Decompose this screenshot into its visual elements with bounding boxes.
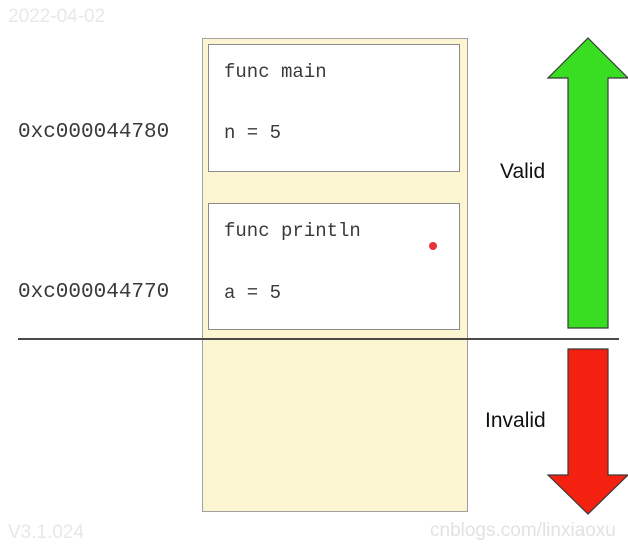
frame-main-func-label: func main [224, 61, 327, 83]
stack-frame-println [208, 203, 460, 330]
red-dot-marker [429, 242, 437, 250]
site-watermark: cnblogs.com/linxiaoxu [430, 520, 616, 541]
version-watermark: V3.1.024 [8, 522, 85, 543]
invalid-label: Invalid [485, 409, 546, 432]
valid-up-arrow-icon [546, 37, 628, 329]
date-watermark: 2022-04-02 [8, 6, 106, 27]
frame-main-var-label: n = 5 [224, 122, 282, 144]
frame-println-func-label: func println [224, 220, 361, 242]
frame-println-var-label: a = 5 [224, 282, 282, 304]
frame-main-address: 0xc000044780 [18, 121, 170, 144]
stack-boundary-line [18, 338, 619, 340]
stack-frame-main [208, 44, 460, 172]
valid-label: Valid [500, 160, 546, 183]
invalid-down-arrow-icon [546, 348, 628, 515]
frame-println-address: 0xc000044770 [18, 281, 170, 304]
